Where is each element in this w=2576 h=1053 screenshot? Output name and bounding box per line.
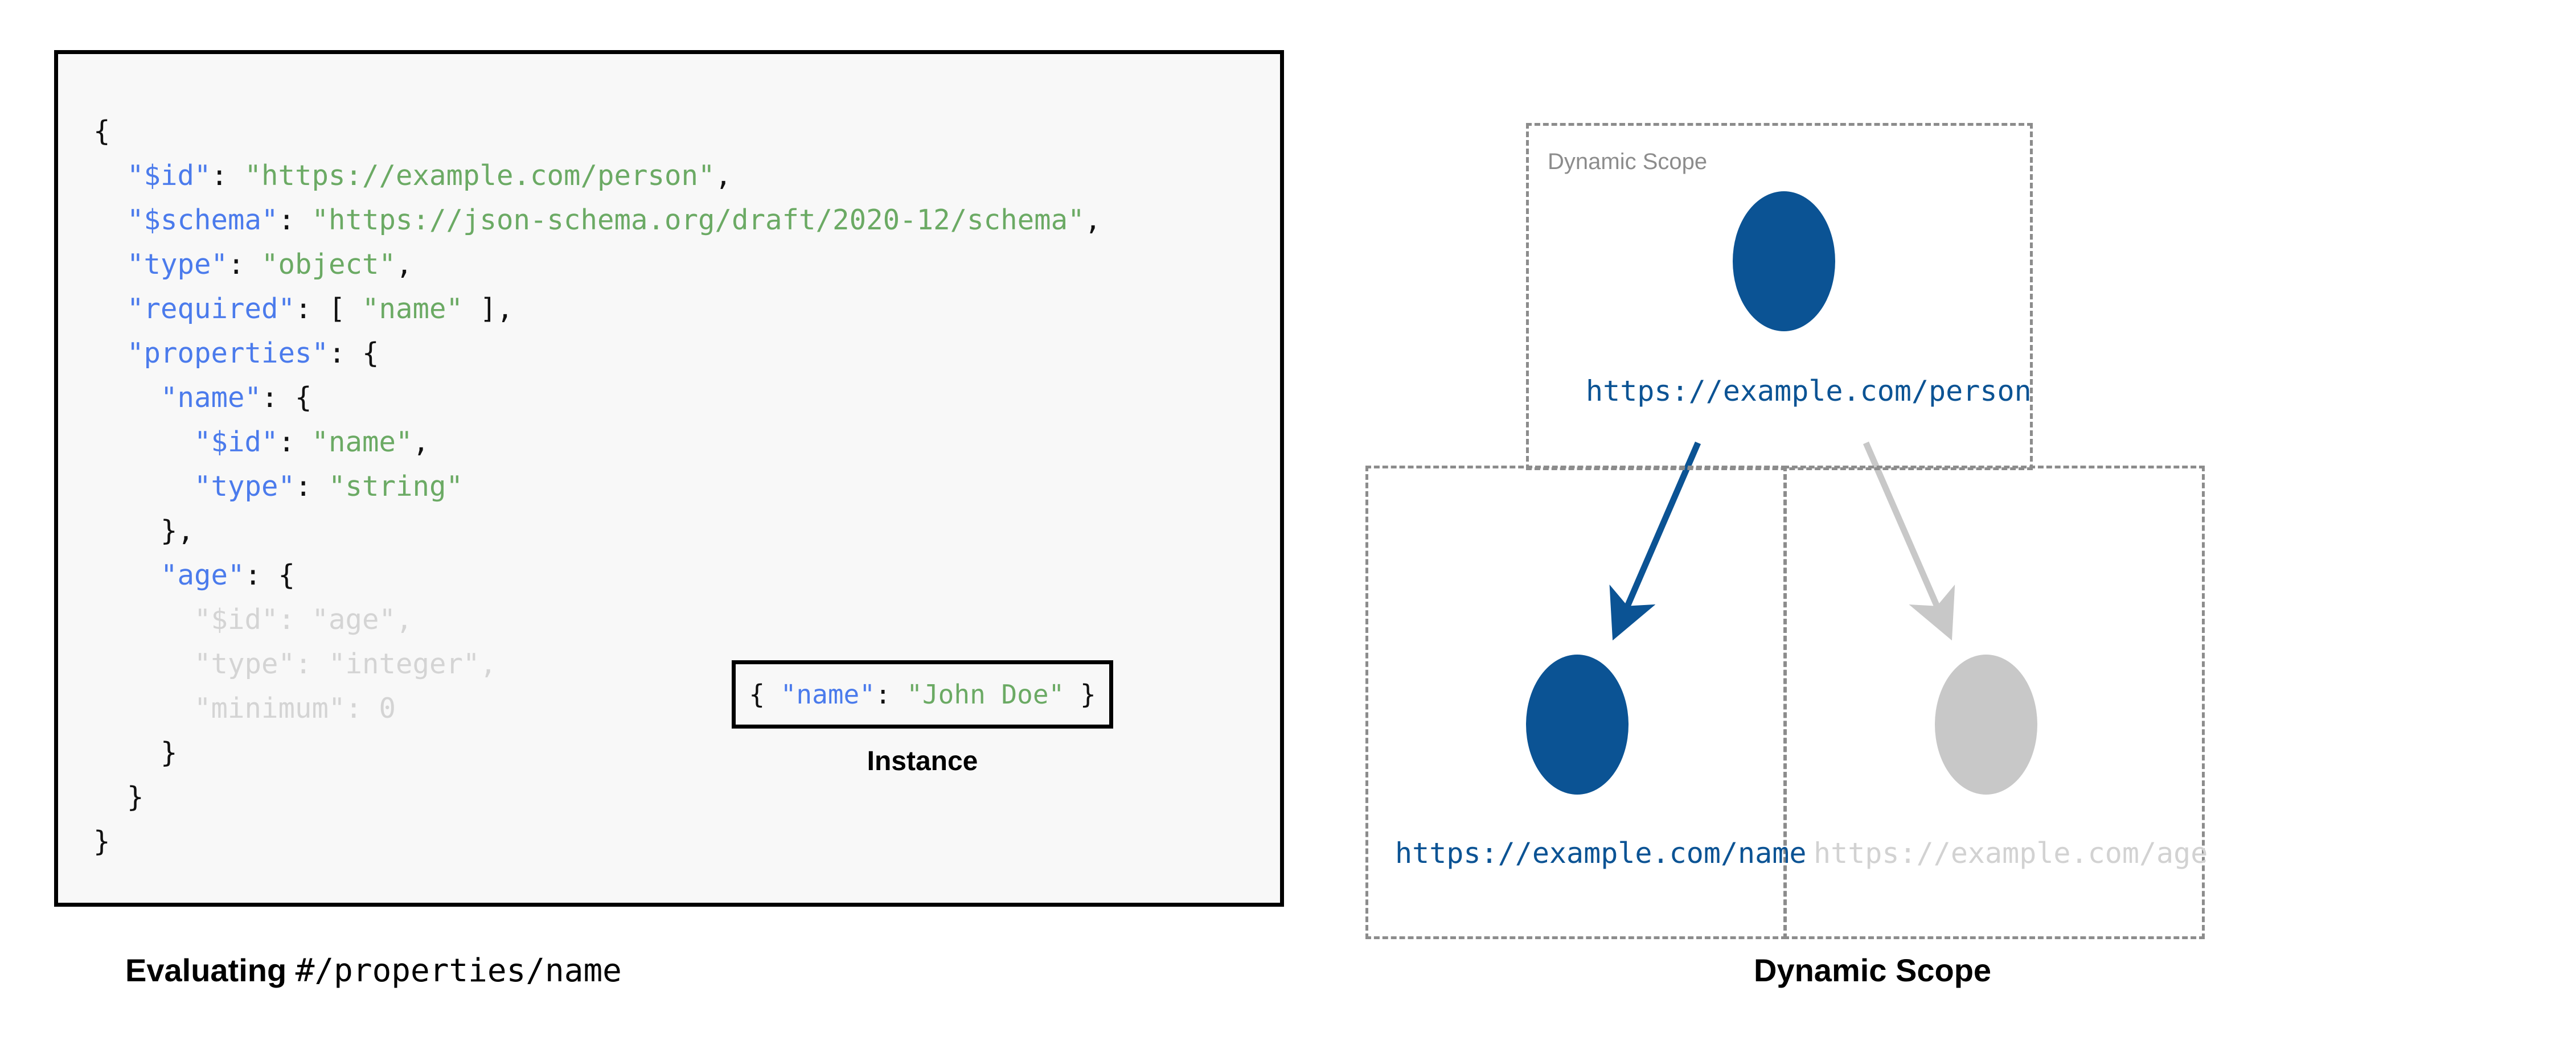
diagram-arrows-svg (1609, 441, 1955, 641)
node-label-age: https://example.com/age (1814, 837, 2208, 870)
code-token: "string" (329, 470, 463, 503)
node-circle-person[interactable] (1733, 191, 1835, 331)
code-token: "type" (194, 470, 296, 503)
code-token: : (211, 159, 245, 192)
caption-json-pointer: #/properties/name (295, 952, 622, 989)
code-token: : (345, 692, 379, 725)
edge-person-to-age (1863, 441, 1955, 641)
code-token: , (396, 248, 413, 281)
caption-evaluating-label: Evaluating (125, 952, 296, 988)
code-token: : { (261, 381, 312, 414)
scope-box-person (1526, 123, 2033, 470)
code-token: : { (244, 559, 296, 591)
code-token: "integer" (329, 648, 480, 680)
code-token: { (93, 115, 110, 147)
node-circle-age (1935, 655, 2037, 795)
code-token: "name" (161, 381, 262, 414)
code-token: } (93, 825, 110, 858)
node-label-name: https://example.com/name (1395, 837, 1807, 870)
node-label-person: https://example.com/person (1586, 375, 2032, 408)
code-token: "object" (261, 248, 396, 281)
code-token: , (479, 648, 497, 680)
code-token: "name" (362, 293, 463, 325)
instance-box: { "name": "John Doe" } (732, 660, 1113, 729)
code-token: "$schema" (127, 204, 278, 236)
instance-code-token: : (875, 679, 907, 710)
code-token: "type" (127, 248, 228, 281)
scope-box-label: Dynamic Scope (1548, 149, 1708, 174)
code-token: : (295, 470, 329, 503)
instance-code-token: "John Doe" (906, 679, 1065, 710)
schema-code-panel: { "$id": "https://example.com/person", "… (54, 50, 1284, 907)
code-token: : (278, 204, 312, 236)
code-token: }, (161, 515, 195, 547)
code-token: : (295, 648, 329, 680)
code-token: , (1084, 204, 1102, 236)
code-token: , (715, 159, 732, 192)
schema-json-code: { "$id": "https://example.com/person", "… (93, 109, 1101, 864)
instance-code-token: { (749, 679, 781, 710)
code-token: , (412, 426, 430, 458)
edge-person-to-name (1609, 441, 1701, 641)
code-token: : (228, 248, 262, 281)
instance-code-token: "name" (780, 679, 875, 710)
code-token: "required" (127, 293, 296, 325)
code-token: "https://example.com/person" (244, 159, 715, 192)
code-token: : (278, 603, 312, 636)
code-token: "name" (311, 426, 413, 458)
code-token: , (396, 603, 413, 636)
dynamic-scope-diagram: Dynamic Scope https://example.com/person… (1355, 85, 2576, 939)
instance-caption: Instance (867, 746, 978, 776)
code-token: "$id" (194, 426, 278, 458)
node-circle-name[interactable] (1526, 655, 1629, 795)
code-token: "age" (161, 559, 245, 591)
code-token: "type" (194, 648, 296, 680)
code-token: ], (463, 293, 514, 325)
code-token: } (127, 781, 144, 813)
code-token: : [ (295, 293, 363, 325)
instance-json-code: { "name": "John Doe" } (749, 679, 1096, 710)
code-token: "age" (311, 603, 396, 636)
code-token: : { (329, 337, 379, 369)
code-token: "$id" (127, 159, 211, 192)
code-token: "https://json-schema.org/draft/2020-12/s… (311, 204, 1085, 236)
left-figure-caption: Evaluating #/properties/name (125, 952, 622, 989)
instance-code-token: } (1064, 679, 1096, 710)
code-token: "minimum" (194, 692, 346, 725)
code-token: 0 (379, 692, 396, 725)
right-figure-caption: Dynamic Scope (1754, 952, 1992, 988)
code-token: "properties" (127, 337, 329, 369)
scope-box-age (1783, 466, 2205, 939)
code-token: "$id" (194, 603, 278, 636)
code-token: } (161, 737, 178, 769)
code-token: : (278, 426, 312, 458)
